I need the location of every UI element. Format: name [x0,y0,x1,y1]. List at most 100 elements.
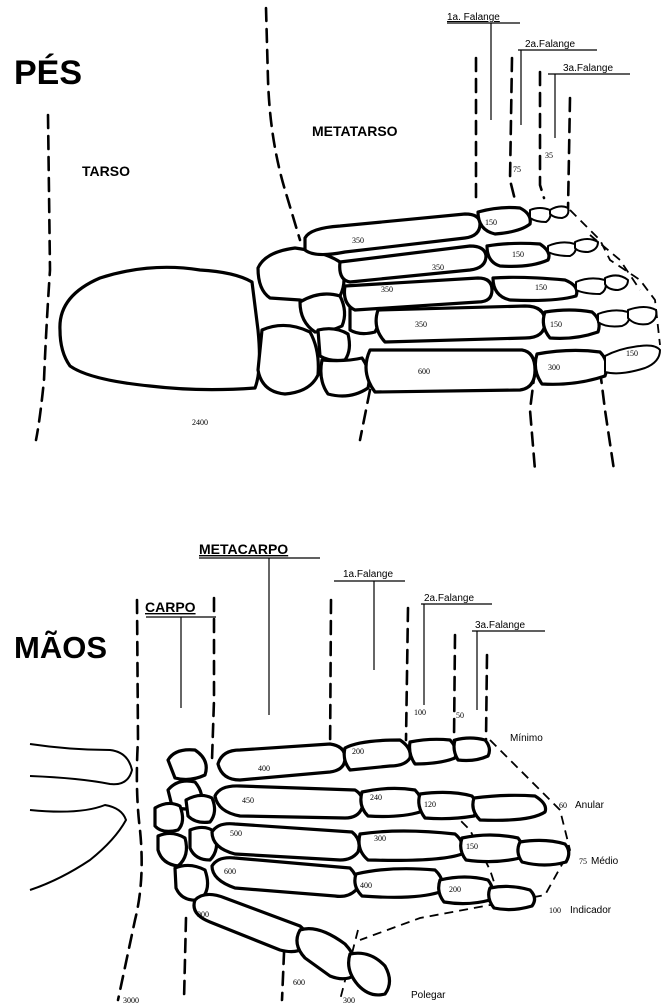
foot-distal-phalanx-4 [628,307,656,324]
trapezium-bone [168,750,206,780]
foot-value-350-d: 350 [415,320,427,329]
hand-value-75: 75 [579,857,587,866]
hand-distal-phalanx-3 [518,840,569,865]
hand-distal-phalanx-4 [473,795,546,820]
hand-value-120: 120 [424,800,436,809]
carpo-leader [146,617,216,708]
hand-carpo-lower-line [184,918,186,1000]
foot-value-150-e: 150 [626,349,638,358]
foot-value-150-d: 150 [550,320,562,329]
hand-value-300-a: 300 [374,834,386,843]
carpo-label: CARPO [145,599,196,615]
radius-bone [30,744,132,784]
hand-value-600-a: 600 [224,867,236,876]
hand-value-450: 450 [242,796,254,805]
hand-value-3000: 3000 [123,996,139,1005]
hand-carpo-right-line [212,598,214,760]
foot-value-150-b: 150 [512,250,524,259]
ulna-bone [30,805,126,890]
hand-falange2-label: 2a.Falange [424,593,474,604]
feet-section: PÉS TARSO METATARSO 1a. Falange 2a.Falan… [14,8,660,470]
hand-falange3-line [486,655,487,740]
foot-value-300: 300 [548,363,560,372]
foot-value-2400: 2400 [192,418,208,427]
navicular-bone [300,294,345,332]
hand-value-600-b: 600 [293,978,305,987]
hand-value-900: 900 [197,910,209,919]
hand-value-200-b: 200 [449,885,461,894]
hand-value-300-b: 300 [343,996,355,1005]
foot-tarso-boundary-line [36,115,50,440]
foot-falange2-label: 2a.Falange [525,39,575,50]
foot-falange3-line-a [540,72,544,198]
hands-title: MÃOS [14,630,107,665]
tarso-label: TARSO [82,163,130,179]
hand-value-500: 500 [230,829,242,838]
finger-label-indicador: Indicador [570,905,612,916]
hand-falange3-label: 3a.Falange [475,620,525,631]
foot-value-600: 600 [418,367,430,376]
finger-label-polegar: Polegar [411,990,446,1001]
hand-value-400-a: 400 [258,764,270,773]
hand-middle-phalanx-5 [410,739,456,764]
foot-value-350-b: 350 [432,263,444,272]
triquetrum-bone [158,833,186,866]
metacarpal-2-bone [212,858,357,897]
hand-metacarpo-right-line [330,600,331,760]
calcaneus-bone [60,267,260,389]
foot-distal-phalanx-1 [550,206,568,218]
foot-falange2-leader [518,50,597,125]
hand-falange3-leader [472,631,545,710]
foot-distal-phalanx-2 [575,239,598,252]
foot-value-150-a: 150 [485,218,497,227]
foot-metatarso-boundary-line [266,8,300,240]
hand-value-50: 50 [456,711,464,720]
metacarpal-4-bone [215,786,363,818]
foot-proximal-phalanx-5 [535,350,606,384]
metacarpo-leader [199,558,320,715]
capitate-bone [186,795,215,822]
foot-phalanx-lower-line-b [600,370,614,470]
foot-falange3-leader [548,74,630,138]
hand-falange1-leader [334,581,405,670]
foot-value-75: 75 [513,165,521,174]
cuboid-bone [258,325,318,394]
foot-value-350-c: 350 [381,285,393,294]
hand-proximal-phalanx-1 [297,929,356,979]
foot-falange1-label: 1a. Falange [447,12,500,23]
hand-falange2-line [454,635,455,740]
metatarsal-3-bone [344,278,492,310]
hand-middle-phalanx-2 [439,877,493,904]
hand-value-240: 240 [370,793,382,802]
hand-falange1-line [406,608,408,740]
hand-value-60: 60 [559,801,567,810]
hand-value-200-a: 200 [352,747,364,756]
foot-value-350-a: 350 [352,236,364,245]
metatarsal-5-bone [366,350,535,392]
foot-falange2-line [510,58,515,200]
foot-value-35: 35 [545,151,553,160]
foot-metatarso-lower-line [360,390,370,440]
foot-falange3-label: 3a.Falange [563,63,613,74]
foot-falange3-line-b [568,98,570,210]
foot-middle-phalanx-4 [598,310,629,326]
feet-title: PÉS [14,54,82,92]
foot-falange1-leader [447,23,520,120]
hand-distal-phalanx-1 [349,953,390,995]
hand-value-100-a: 100 [414,708,426,717]
finger-label-anular: Anular [575,800,605,811]
lunate-bone [155,803,183,831]
metacarpal-5-bone [218,744,345,780]
cuneiform-2-bone [321,358,369,396]
foot-value-150-c: 150 [535,283,547,292]
metatarsal-4-bone [376,306,545,342]
hand-value-100-b: 100 [549,906,561,915]
hand-distal-phalanx-2 [489,886,535,909]
metacarpo-label: METACARPO [199,541,288,557]
hand-value-400-b: 400 [360,881,372,890]
finger-label-minimo: Mínimo [510,733,543,744]
metatarso-label: METATARSO [312,123,398,139]
cuneiform-1-bone [318,329,349,361]
